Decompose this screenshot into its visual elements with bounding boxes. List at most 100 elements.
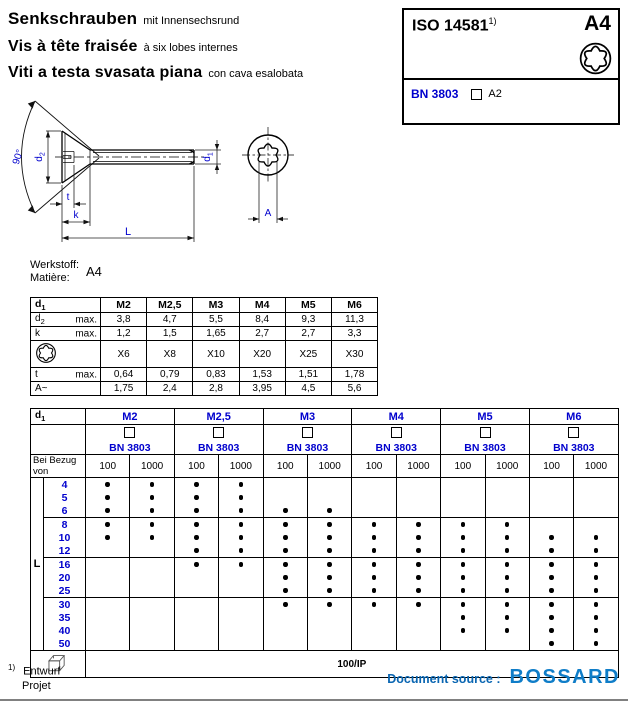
- dim-value-cell: 1,51: [284, 367, 332, 383]
- availability-dot: [504, 548, 510, 553]
- dim-col-header: M5: [284, 296, 332, 314]
- availability-dot: [238, 482, 244, 487]
- availability-cell: [395, 491, 442, 504]
- availability-dot: [416, 548, 421, 553]
- bn-number-label: BN 3803: [464, 442, 506, 454]
- material-grade: A4: [584, 12, 611, 35]
- availability-cell: [84, 597, 131, 611]
- avail-bn-cell: BN 3803: [85, 424, 175, 455]
- availability-cell: [262, 531, 308, 544]
- availability-cell: [306, 611, 353, 624]
- availability-cell: [528, 517, 575, 531]
- availability-cell: [484, 597, 530, 611]
- material-label-fr: Matière:: [30, 272, 70, 284]
- availability-cell: [528, 504, 575, 518]
- availability-cell: [395, 531, 442, 544]
- availability-dot: [416, 562, 421, 567]
- bn-checkbox: [568, 427, 580, 438]
- a2-checkbox: [471, 88, 483, 100]
- L-label: L: [125, 226, 131, 238]
- availability-cell: [218, 597, 264, 611]
- dim-value-cell: 2,4: [146, 381, 194, 397]
- availability-dot: [371, 548, 377, 553]
- page-edge-line: [0, 699, 628, 701]
- availability-dot: [593, 628, 599, 633]
- availability-cell: [440, 504, 486, 518]
- availability-dot: [593, 641, 599, 646]
- availability-cell: [84, 611, 131, 624]
- availability-cell: [262, 557, 308, 571]
- availability-cell: [218, 571, 264, 584]
- qty-header: 100: [528, 454, 575, 478]
- availability-cell: [484, 477, 530, 491]
- availability-cell: [484, 557, 530, 571]
- availability-dot: [416, 522, 421, 527]
- dim-value-cell: 5,6: [330, 381, 379, 397]
- availability-cell: [218, 624, 264, 637]
- dim-value-cell: 3,95: [238, 381, 286, 397]
- availability-cell: [262, 584, 308, 598]
- availability-dot: [327, 602, 332, 607]
- availability-dot: [283, 508, 288, 513]
- availability-cell: [306, 571, 353, 584]
- availability-dot: [416, 602, 421, 607]
- availability-cell: [84, 504, 131, 518]
- availability-dot: [105, 535, 110, 540]
- availability-dot: [283, 548, 288, 553]
- availability-cell: [218, 557, 264, 571]
- length-value: 4: [43, 477, 86, 491]
- length-value: 20: [43, 571, 86, 584]
- availability-cell: [395, 624, 442, 637]
- availability-cell: [573, 624, 619, 637]
- avail-size-header: M2: [85, 408, 175, 425]
- avail-size-header: M5: [440, 408, 530, 425]
- availability-dot: [460, 602, 466, 607]
- availability-dot: [283, 535, 288, 540]
- length-row: 20: [31, 571, 619, 584]
- dim-col-header: M4: [238, 296, 286, 314]
- availability-cell: [528, 624, 575, 637]
- availability-cell: [84, 544, 131, 558]
- availability-cell: [129, 624, 175, 637]
- dim-row-suffix: max.: [75, 328, 97, 340]
- bn-checkbox: [124, 427, 136, 438]
- length-value: 5: [43, 491, 86, 504]
- bn-number-label: BN 3803: [553, 442, 595, 454]
- dim-value-cell: 0,64: [99, 367, 148, 383]
- availability-cell: [440, 637, 486, 651]
- availability-cell: [484, 491, 530, 504]
- k-label: k: [74, 210, 80, 221]
- availability-cell: [306, 491, 353, 504]
- package-icon: [47, 655, 66, 672]
- availability-cell: [573, 637, 619, 651]
- availability-dot: [149, 535, 155, 540]
- length-value: 10: [43, 531, 86, 544]
- availability-cell: [306, 531, 353, 544]
- availability-dot: [194, 548, 199, 553]
- availability-cell: [351, 611, 397, 624]
- availability-dot: [238, 535, 244, 540]
- availability-cell: [84, 637, 131, 651]
- availability-cell: [484, 517, 530, 531]
- dim-value-cell: 2,7: [238, 326, 286, 342]
- availability-cell: [129, 597, 175, 611]
- availability-cell: [262, 624, 308, 637]
- length-row: 50: [31, 637, 619, 651]
- bn-checkbox: [213, 427, 225, 438]
- availability-dot: [149, 495, 155, 500]
- availability-dot: [283, 588, 288, 593]
- document-source: Document source : BOSSARD: [387, 666, 620, 689]
- qty-header: 1000: [129, 454, 175, 478]
- availability-dot: [327, 548, 332, 553]
- availability-dot: [371, 522, 377, 527]
- avail-size-header: M3: [262, 408, 353, 425]
- availability-cell: [395, 504, 442, 518]
- dim-value-cell: X20: [238, 340, 286, 369]
- availability-cell: [173, 477, 220, 491]
- availability-cell: [395, 571, 442, 584]
- material-value: A4: [86, 264, 102, 279]
- torx-icon-slot: [578, 41, 613, 81]
